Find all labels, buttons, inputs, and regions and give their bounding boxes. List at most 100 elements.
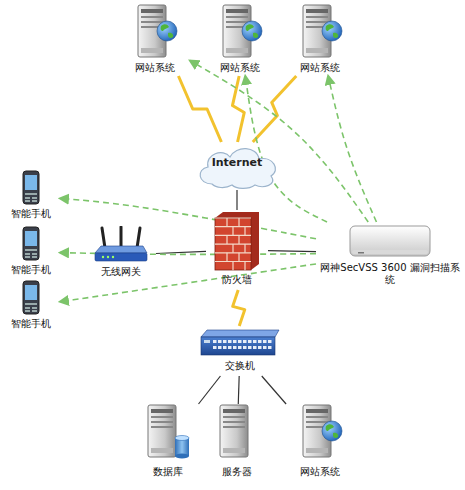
scan-arrow — [245, 76, 327, 222]
icon-part — [95, 246, 147, 253]
device-node: 服务器 — [202, 404, 272, 482]
device-node: 网神SecVSS 3600 漏洞扫描系统 — [316, 222, 464, 284]
icon-part — [201, 337, 275, 355]
icon-part — [25, 197, 30, 199]
node-label: 智能手机 — [2, 264, 60, 276]
icon-part — [238, 340, 242, 343]
smartphone-icon — [20, 226, 42, 262]
icon-part — [233, 346, 237, 349]
icon-part — [141, 16, 163, 18]
icon-part — [175, 436, 189, 441]
icon-part — [25, 253, 30, 255]
icon-part — [228, 346, 232, 349]
icon-part — [151, 409, 173, 413]
lightning-link — [232, 76, 244, 142]
node-label: 防火墙 — [206, 274, 268, 286]
network-line — [199, 376, 221, 404]
icon-part — [25, 200, 30, 202]
icon-part — [223, 346, 227, 349]
icon-part — [23, 281, 39, 314]
icon-part — [326, 424, 334, 431]
icon-part — [333, 433, 338, 438]
node-label: 数据库 — [133, 466, 203, 478]
icon-part — [238, 253, 239, 262]
icon-part — [223, 416, 245, 418]
icon-part — [25, 249, 37, 251]
website-server-icon — [217, 4, 263, 60]
icon-part — [25, 256, 30, 258]
icon-part — [306, 21, 328, 23]
icon-part — [306, 16, 328, 18]
scan-arrow — [328, 76, 376, 222]
node-label: 智能手机 — [2, 318, 60, 330]
icon-part — [168, 33, 173, 38]
icon-part — [32, 253, 37, 255]
website-server-icon — [297, 404, 343, 464]
icon-part — [204, 340, 210, 343]
icon-part — [306, 409, 328, 413]
device-node: 无线网关 — [86, 226, 156, 284]
device-node: 网站系统 — [120, 4, 190, 76]
node-label: 网站系统 — [285, 466, 355, 478]
icon-part — [32, 197, 37, 199]
smartphone-icon — [20, 280, 42, 316]
icon-part — [112, 256, 114, 258]
icon-part — [161, 24, 169, 31]
icon-part — [232, 227, 233, 236]
network-line — [236, 190, 237, 210]
icon-part — [253, 346, 257, 349]
cloud-node: Internet — [192, 142, 282, 190]
wireless-gateway-icon — [93, 226, 149, 264]
icon-part — [25, 285, 37, 300]
icon-part — [141, 9, 163, 13]
icon-part — [25, 303, 37, 305]
icon-part — [244, 262, 245, 271]
icon-part — [238, 235, 239, 244]
icon-part — [151, 421, 173, 423]
icon-part — [107, 256, 109, 258]
icon-part — [226, 218, 227, 227]
icon-part — [226, 253, 227, 262]
icon-part — [223, 421, 245, 423]
icon-part — [218, 346, 222, 349]
icon-part — [213, 346, 217, 349]
firewall-icon — [213, 210, 261, 272]
lightning-link — [178, 76, 221, 142]
icon-part — [32, 307, 37, 309]
icon-part — [226, 9, 248, 13]
scan-arrow — [190, 61, 368, 222]
lightning-link — [253, 76, 296, 142]
node-label: 网站系统 — [285, 62, 355, 74]
node-label: 智能手机 — [2, 208, 60, 220]
icon-part — [243, 346, 247, 349]
node-label: 网站系统 — [205, 62, 275, 74]
device-node: 交换机 — [193, 326, 287, 376]
icon-part — [223, 340, 227, 343]
icon-part — [175, 454, 189, 459]
icon-part — [306, 421, 328, 423]
database-server-icon — [142, 404, 194, 464]
icon-part — [23, 171, 39, 204]
node-label: 服务器 — [202, 466, 272, 478]
device-node: 智能手机 — [2, 170, 60, 222]
icon-part — [253, 340, 257, 343]
icon-part — [223, 426, 245, 428]
node-label: 网站系统 — [120, 62, 190, 74]
icon-part — [322, 421, 342, 441]
icon-part — [263, 340, 267, 343]
icon-part — [215, 235, 251, 236]
icon-part — [213, 340, 217, 343]
icon-part — [25, 307, 30, 309]
icon-part — [226, 48, 248, 53]
icon-part — [141, 21, 163, 23]
icon-part — [215, 217, 251, 218]
icon-part — [220, 405, 248, 457]
icon-part — [258, 346, 262, 349]
icon-part — [322, 21, 342, 41]
icon-part — [32, 200, 37, 202]
network-line — [262, 376, 286, 404]
network-line — [268, 250, 316, 252]
icon-part — [258, 340, 262, 343]
website-server-icon — [132, 4, 178, 60]
icon-part — [268, 346, 272, 349]
